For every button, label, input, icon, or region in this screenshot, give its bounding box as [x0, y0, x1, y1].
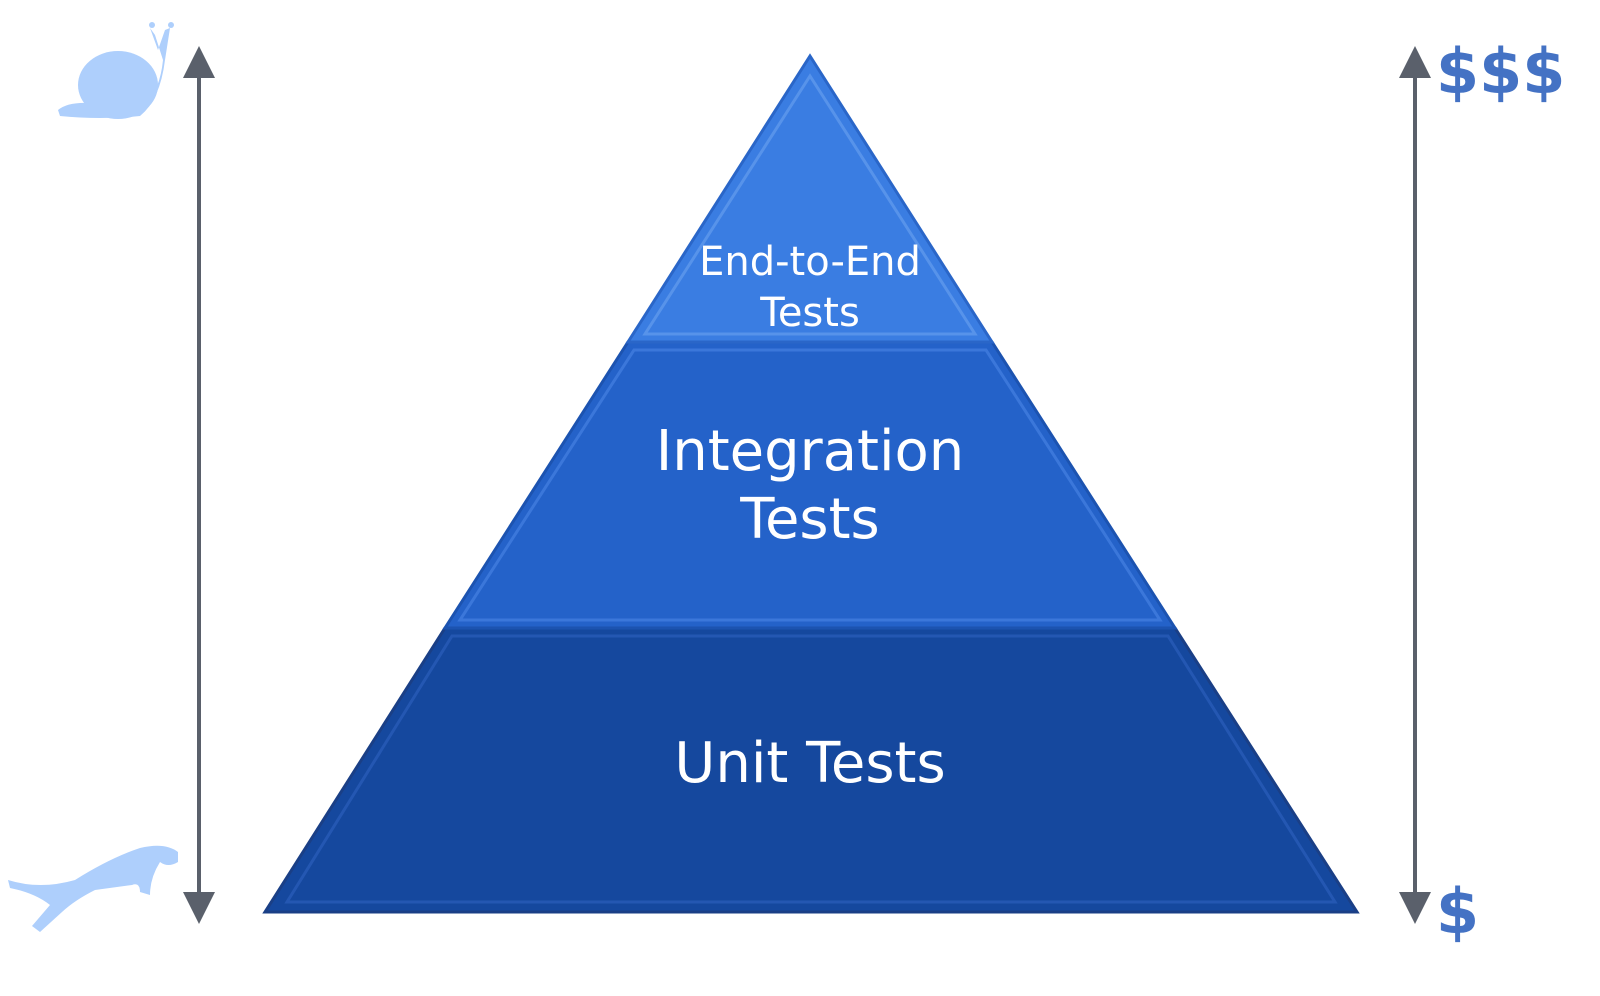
integration-label-line1: Integration: [656, 419, 965, 484]
pyramid-layer-e2e: [625, 53, 995, 344]
unit-label: Unit Tests: [674, 731, 945, 796]
cheetah-icon: [8, 845, 178, 932]
integration-label-line2: Tests: [739, 487, 879, 552]
snail-icon: [58, 22, 174, 119]
cost-low-label: $: [1436, 875, 1479, 948]
pyramid-layer-integration: [442, 340, 1178, 630]
e2e-label-line2: Tests: [759, 290, 860, 336]
cost-high-label: $$$: [1436, 35, 1565, 108]
e2e-label-line1: End-to-End: [699, 239, 921, 285]
